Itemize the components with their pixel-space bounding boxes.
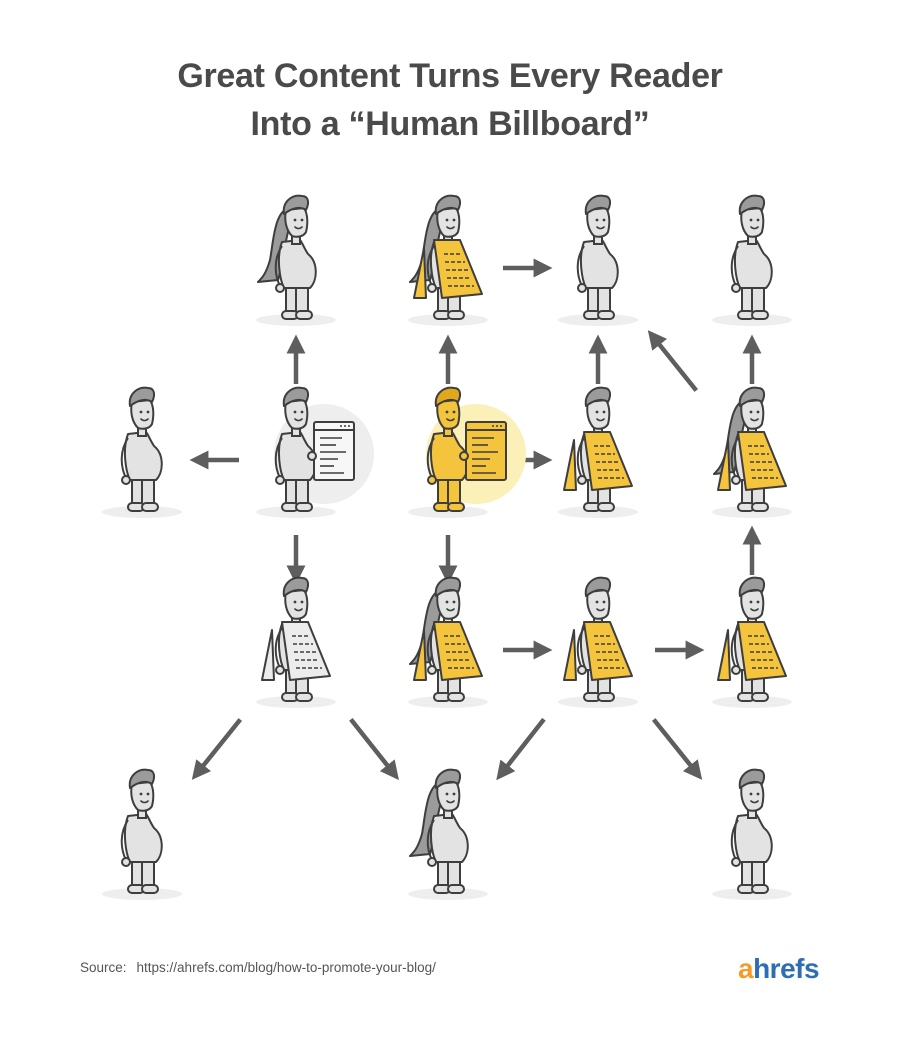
people-layer (102, 194, 792, 900)
figure (426, 386, 469, 512)
title-line-1: Great Content Turns Every Reader (177, 57, 723, 95)
ground-shadow (408, 888, 488, 900)
ground-shadow (558, 696, 638, 708)
yellow-billboard-bib (717, 621, 787, 681)
yellow-billboard-bib (563, 431, 633, 491)
ground-shadow (712, 888, 792, 900)
figure (120, 386, 163, 512)
ground-shadow (256, 314, 336, 326)
ground-shadow (102, 888, 182, 900)
figure (730, 768, 773, 894)
ground-shadow (712, 696, 792, 708)
yellow-billboard-bib (717, 431, 787, 491)
ground-shadow (558, 506, 638, 518)
figure (730, 194, 773, 320)
person-r3c3 (558, 576, 638, 708)
arrow-r3c3-to-r4c4 (651, 718, 703, 780)
person-r1c1 (256, 194, 336, 326)
arrow-r3c3-to-r4c2 (496, 717, 546, 781)
person-r1c4 (712, 194, 792, 326)
person-r2c1 (256, 386, 374, 518)
gray-content-document (307, 421, 355, 481)
ground-shadow (712, 506, 792, 518)
ahrefs-logo: ahrefs (738, 953, 820, 985)
ground-shadow (256, 696, 336, 708)
yellow-billboard-bib (413, 239, 483, 299)
ground-shadow (256, 506, 336, 518)
person-r4c2 (408, 768, 488, 900)
figure (257, 194, 317, 320)
figure (576, 194, 619, 320)
source-label: Source: (80, 960, 127, 975)
gray-billboard-bib (261, 621, 331, 681)
arrow-r3c1-to-r4c2 (349, 717, 399, 781)
person-r3c1 (256, 576, 336, 708)
figure (409, 768, 469, 894)
arrow-r3c1-to-r4c0 (191, 718, 243, 780)
person-r2c4 (712, 386, 792, 518)
person-r3c4 (712, 576, 792, 708)
ground-shadow (712, 314, 792, 326)
person-r2c3 (558, 386, 638, 518)
source-citation: Source: https://ahrefs.com/blog/how-to-pr… (80, 960, 436, 975)
ground-shadow (102, 506, 182, 518)
person-r2c0 (102, 386, 182, 518)
person-r1c3 (558, 194, 638, 326)
ground-shadow (558, 314, 638, 326)
person-r2c2 (408, 386, 526, 518)
yellow-billboard-bib (413, 621, 483, 681)
logo-text: hrefs (753, 953, 820, 984)
figure (120, 768, 163, 894)
arrow-r2c4-to-r1c3 (647, 330, 699, 392)
source-url[interactable]: https://ahrefs.com/blog/how-to-promote-y… (136, 960, 436, 975)
person-r3c2 (408, 576, 488, 708)
ground-shadow (408, 314, 488, 326)
yellow-billboard-bib (563, 621, 633, 681)
ground-shadow (408, 696, 488, 708)
logo-letter-a: a (738, 953, 754, 984)
yellow-content-document (459, 421, 507, 481)
ground-shadow (408, 506, 488, 518)
figure (274, 386, 317, 512)
title-line-2: Into a “Human Billboard” (250, 105, 650, 143)
person-r1c2 (408, 194, 488, 326)
person-r4c4 (712, 768, 792, 900)
person-r4c0 (102, 768, 182, 900)
